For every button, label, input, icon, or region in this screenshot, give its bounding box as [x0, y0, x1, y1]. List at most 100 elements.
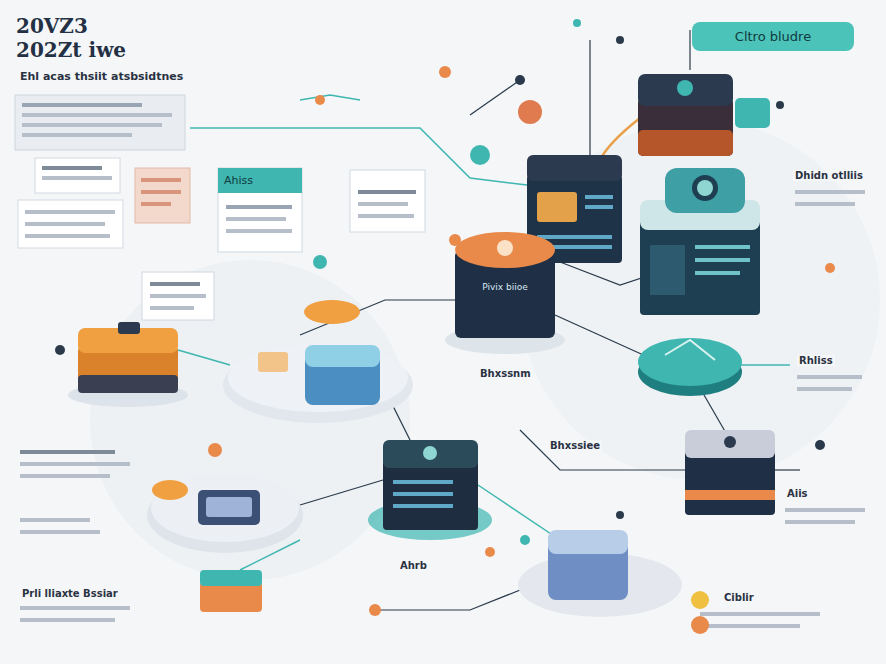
platform-left-part — [206, 497, 252, 517]
storage-cube-part — [697, 180, 713, 196]
document-panels-part — [358, 214, 414, 218]
network-dots-part — [313, 255, 327, 269]
text-label: Ehl acas thsiit atsbsidtnes — [18, 70, 185, 83]
server-rack-part — [527, 155, 622, 181]
network-lines-part — [300, 95, 360, 100]
storage-cube — [640, 168, 760, 315]
text-label: Dhidn otlliis — [793, 170, 865, 181]
document-panels-part — [25, 234, 110, 238]
network-lines-part — [589, 40, 590, 155]
server-rack-part — [585, 195, 613, 199]
document-panels-part — [20, 474, 110, 478]
dark-server-part — [393, 480, 453, 484]
teal-disc-part — [665, 340, 715, 360]
storage-cube-part — [665, 168, 745, 213]
document-panels-part — [22, 123, 162, 127]
network-dots-part — [515, 75, 525, 85]
document-panels-part — [700, 624, 800, 628]
document-panels-part — [20, 518, 90, 522]
document-panels-part — [795, 202, 855, 206]
node-text: Ahiss — [224, 174, 296, 187]
node-text: Cltro bludre — [704, 29, 842, 44]
network-lines-part — [600, 118, 640, 160]
storage-cube-part — [695, 258, 750, 262]
network-dots-part — [825, 263, 835, 273]
network-dots-part — [208, 443, 222, 457]
document-panels — [15, 95, 865, 628]
document-panels-part — [141, 202, 171, 206]
pill-button: Cltro bludre — [692, 22, 854, 51]
document-panels-part — [35, 158, 120, 193]
document-panels-part — [785, 520, 855, 524]
platform-left — [147, 474, 303, 553]
server-label: Pivix biioe — [462, 276, 548, 298]
grey-cube-part — [685, 490, 775, 500]
document-panels-part — [141, 190, 181, 194]
network-dots-part — [439, 66, 451, 78]
page-title: 20VZ3 202Zt iwe — [16, 14, 128, 62]
network-lines-part — [178, 350, 230, 365]
network-lines-part — [478, 485, 560, 540]
network-lines-part — [555, 315, 650, 358]
text-label: Ahrb — [398, 560, 429, 571]
storage-cube-part — [692, 175, 718, 201]
server-rack-part — [537, 192, 577, 222]
storage-cube-part — [695, 271, 740, 275]
server-cube-part — [638, 98, 733, 156]
dark-server-part — [383, 440, 478, 468]
grey-cube-part — [685, 430, 775, 458]
server-cube-part — [677, 80, 693, 96]
document-panels-part — [22, 103, 142, 107]
platform-left-part — [152, 480, 188, 500]
platform-left-part — [151, 474, 299, 542]
document-panels-part — [358, 190, 416, 194]
dark-server-part — [383, 460, 478, 530]
document-panels-part — [25, 222, 105, 226]
platform-center-part — [258, 352, 288, 372]
network-lines-part — [740, 364, 790, 366]
small-box-part — [200, 582, 262, 612]
network-dots-part — [518, 100, 542, 124]
platform-bottom — [518, 530, 682, 617]
grey-cube-part — [724, 436, 736, 448]
network-dots-part — [55, 345, 65, 355]
dark-server-part — [393, 504, 453, 508]
document-panels-part — [226, 205, 292, 209]
orange-server-part — [497, 240, 513, 256]
document-panels-part — [142, 272, 214, 320]
document-panels-part — [150, 294, 206, 298]
teal-disc — [638, 338, 742, 396]
document-panels-part — [150, 306, 194, 310]
document-panels-part — [141, 178, 181, 182]
document-panels-part — [20, 618, 115, 622]
document-panels-part — [18, 200, 123, 248]
network-dots-part — [470, 145, 490, 165]
document-panels-part — [42, 176, 112, 180]
document-panels-part — [15, 95, 185, 150]
network-dots-part — [573, 19, 581, 27]
network-dots-part — [369, 604, 381, 616]
document-panels-part — [42, 166, 102, 170]
node-text: Pivix biioe — [467, 282, 543, 292]
document-panels-part — [22, 113, 172, 117]
document-panels-part — [797, 387, 852, 391]
server-cube-part — [735, 98, 770, 128]
platform-center — [223, 300, 413, 423]
network-dots-part — [485, 547, 495, 557]
server-cube — [638, 74, 770, 156]
text-label: Rhliss — [797, 355, 835, 366]
server-cube-part — [638, 74, 733, 106]
network-dots — [55, 19, 835, 616]
storage-cube-part — [695, 245, 750, 249]
document-panels-part — [795, 190, 865, 194]
orange-box-part — [118, 322, 140, 334]
document-panels-part — [358, 202, 408, 206]
small-box — [200, 570, 262, 612]
server-rack-part — [537, 235, 612, 239]
network-lines-part — [775, 469, 800, 470]
badge-icons-part — [691, 591, 709, 609]
network-dots-part — [616, 36, 624, 44]
document-panels-part — [20, 606, 130, 610]
platform-center-part — [305, 345, 380, 367]
